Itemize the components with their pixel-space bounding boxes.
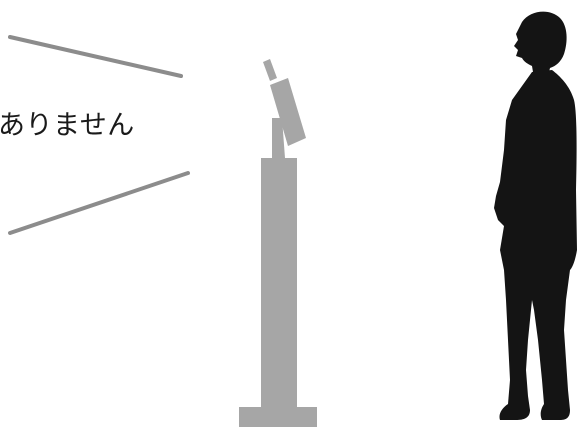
kiosk-base bbox=[239, 407, 317, 427]
standing-person-silhouette-icon bbox=[494, 11, 577, 420]
kiosk-screen bbox=[270, 78, 306, 146]
person-head bbox=[514, 11, 567, 78]
kiosk-column bbox=[261, 158, 297, 407]
person-body bbox=[494, 70, 577, 420]
emphasis-line-top bbox=[8, 35, 183, 78]
kiosk-neck bbox=[272, 118, 285, 158]
caption-text: ありません bbox=[0, 110, 135, 141]
kiosk-sensor bbox=[263, 59, 277, 81]
emphasis-line-bottom bbox=[8, 171, 190, 235]
kiosk-terminal-icon bbox=[239, 59, 317, 427]
